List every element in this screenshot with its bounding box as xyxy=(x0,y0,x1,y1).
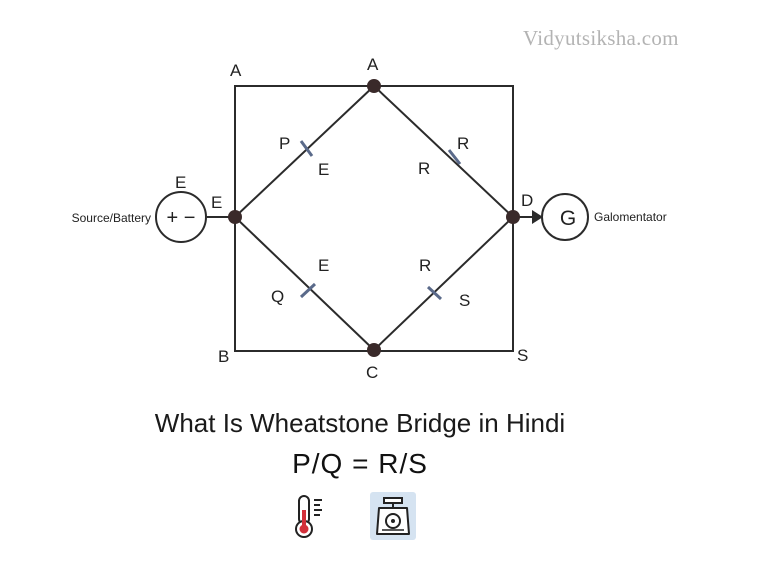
arm-s-wire xyxy=(373,216,514,351)
label-corner-top-left: A xyxy=(230,61,242,80)
outer-circuit-wire xyxy=(234,85,514,352)
label-arm-s: S xyxy=(459,291,470,310)
label-corner-bottom-left: B xyxy=(218,347,229,366)
label-source: Source/Battery xyxy=(72,211,151,225)
resistor-s-mark xyxy=(426,285,443,301)
label-corner-bottom-right: S xyxy=(517,346,528,365)
label-node-right: D xyxy=(521,191,533,210)
battery-circle xyxy=(155,191,207,243)
galvanometer-symbol: G xyxy=(560,207,576,230)
label-arm-p: P xyxy=(279,134,290,153)
label-battery: E xyxy=(175,173,186,192)
resistor-p-mark xyxy=(299,140,314,157)
arm-p-wire xyxy=(234,85,375,218)
node-bottom xyxy=(367,343,381,357)
battery-symbol: + − xyxy=(167,207,196,229)
caption-title: What Is Wheatstone Bridge in Hindi xyxy=(154,408,566,438)
label-arm-q: Q xyxy=(271,287,284,306)
caption-formula: P/Q = R/S xyxy=(292,448,428,479)
label-arm-q-sub: E xyxy=(318,256,329,275)
arm-r-wire xyxy=(373,85,514,218)
circuit-diagram: + − G A A B C S E D P E R R Q E S R E So… xyxy=(72,55,667,382)
thermometer-icon xyxy=(288,492,334,540)
arm-q-wire xyxy=(234,216,375,351)
galvanometer-arrow-icon xyxy=(532,210,543,224)
node-left xyxy=(228,210,242,224)
label-arm-s-sub: R xyxy=(419,256,431,275)
label-arm-r-sub: R xyxy=(418,159,430,178)
label-galvanometer: Galomentator xyxy=(594,210,667,224)
label-arm-r: R xyxy=(457,134,469,153)
label-node-left: E xyxy=(211,193,222,212)
resistor-r-mark xyxy=(447,149,462,165)
label-arm-p-sub: E xyxy=(318,160,329,179)
node-right xyxy=(506,210,520,224)
galvanometer-circle xyxy=(541,193,589,241)
label-node-top: A xyxy=(367,55,379,74)
resistor-q-mark xyxy=(299,282,317,299)
label-node-bottom: C xyxy=(366,363,378,382)
node-top xyxy=(367,79,381,93)
weighing-scale-icon xyxy=(370,492,416,540)
watermark: Vidyutsiksha.com xyxy=(523,26,679,50)
